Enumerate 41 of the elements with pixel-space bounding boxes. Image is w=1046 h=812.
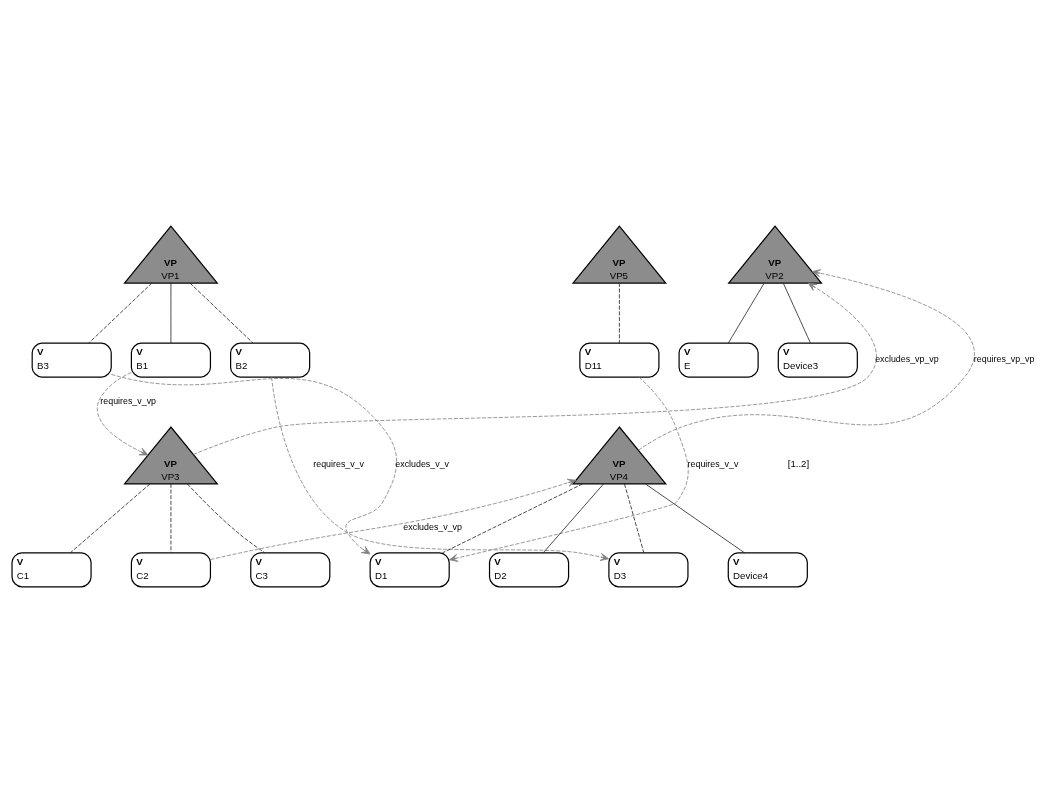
edge-label: requires_v_v — [313, 458, 365, 469]
node-box: V D1 — [369, 551, 450, 587]
connector — [189, 282, 254, 343]
node-box: V B3 — [31, 342, 112, 378]
edge-label: excludes_v_vp — [403, 521, 462, 532]
connector — [170, 483, 172, 553]
connector — [619, 282, 620, 343]
connector — [187, 483, 266, 553]
label: [1..2] — [787, 457, 810, 469]
node-box: V Device4 — [727, 551, 808, 587]
edge-label: requires_v_vp — [100, 395, 156, 406]
node-box: V C2 — [130, 551, 212, 587]
edge-label: requires_vp_vp — [973, 353, 1035, 364]
node-box: V C1 — [11, 551, 92, 587]
connector — [542, 483, 604, 553]
connector — [70, 483, 151, 553]
connector — [645, 483, 745, 553]
node-box: V Device3 — [777, 342, 858, 378]
edge-label: excludes_vp_vp — [875, 353, 939, 364]
arrow — [96, 371, 149, 455]
connector — [442, 483, 583, 553]
node-box: V D3 — [608, 551, 689, 587]
connector — [170, 282, 172, 343]
arrow — [192, 282, 877, 455]
arrow — [110, 373, 397, 554]
node-box: V B1 — [130, 342, 212, 378]
node-box: V D11 — [579, 342, 660, 378]
node-box: V C3 — [250, 551, 331, 587]
connector — [88, 282, 153, 343]
edge-label: requires_v_v — [687, 458, 739, 469]
edge-label: excludes_v_v — [395, 458, 450, 469]
connector — [782, 282, 811, 343]
node-box: V D2 — [488, 551, 570, 587]
node-box: V E — [678, 342, 759, 378]
connector — [727, 282, 765, 343]
arrow — [210, 478, 577, 560]
node-box: V B2 — [230, 342, 311, 378]
arrow — [638, 268, 975, 450]
arrow — [449, 376, 689, 562]
connector — [624, 483, 645, 553]
arrow — [271, 376, 610, 561]
